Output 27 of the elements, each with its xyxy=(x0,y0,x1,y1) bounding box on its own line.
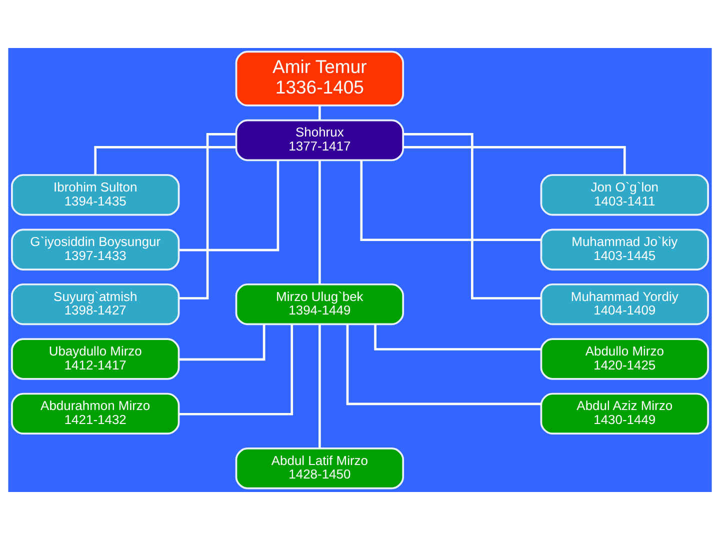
node-box: Ibrohim Sulton 1394-1435 xyxy=(11,174,180,216)
node-box: Abdul Aziz Mirzo 1430-1449 xyxy=(540,392,709,435)
node-box: Suyurg`atmish 1398-1427 xyxy=(11,283,180,326)
connector xyxy=(178,324,266,361)
connector xyxy=(178,133,236,300)
node-box: Abdurahmon Mirzo 1421-1432 xyxy=(11,392,180,435)
node-box: Abdullo Mirzo 1420-1425 xyxy=(540,338,709,380)
connector xyxy=(94,146,236,175)
connector xyxy=(404,133,541,300)
node-box: G`iyosiddin Boysungur 1397-1433 xyxy=(11,228,180,270)
node-box: Muhammad Jo`kiy 1403-1445 xyxy=(540,228,709,270)
connector xyxy=(403,146,626,175)
node-box: Muhammad Yordiy 1404-1409 xyxy=(540,283,709,326)
connector xyxy=(374,324,541,350)
node-box: Amir Temur 1336-1405 xyxy=(235,50,404,106)
node-box: Ubaydullo Mirzo 1412-1417 xyxy=(11,338,180,380)
node-box: Mirzo Ulug`bek 1394-1449 xyxy=(235,283,404,326)
connector xyxy=(318,106,321,120)
connector xyxy=(346,324,542,406)
connector xyxy=(360,160,541,242)
connector xyxy=(318,324,321,448)
node-box: Abdul Latif Mirzo 1428-1450 xyxy=(235,448,404,490)
connector xyxy=(178,160,280,252)
node-box: Jon O`g`lon 1403-1411 xyxy=(540,174,709,216)
node-box: Shohrux 1377-1417 xyxy=(235,119,404,162)
connector xyxy=(318,160,321,284)
connector xyxy=(178,324,294,416)
